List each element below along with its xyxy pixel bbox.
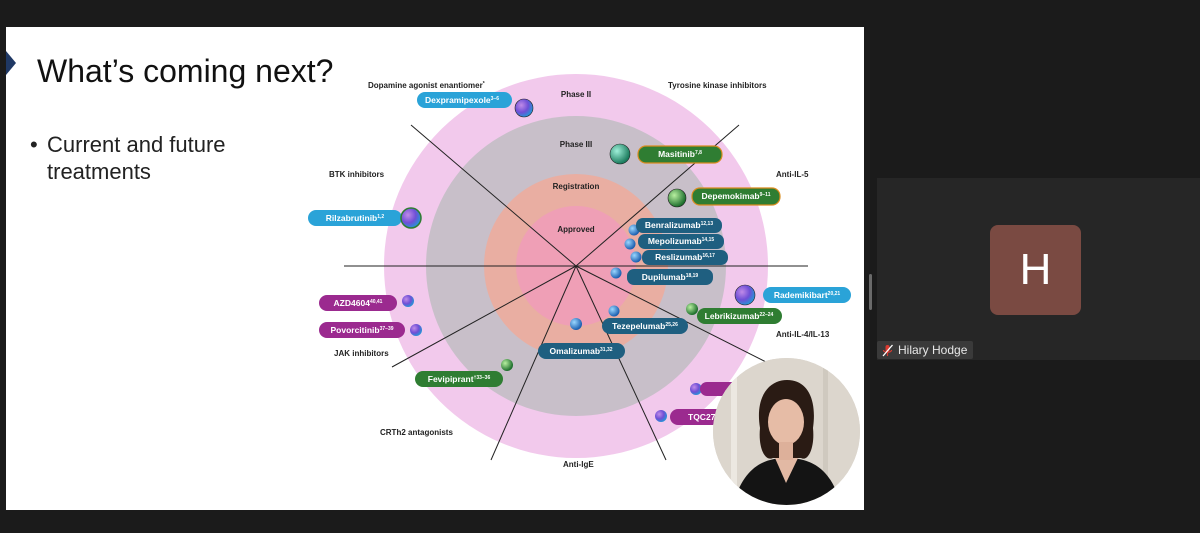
ring-label-phase-iii: Phase III [560,140,592,149]
svg-text:Rilzabrutinib1,2: Rilzabrutinib1,2 [326,213,385,223]
ring-label-approved: Approved [557,225,594,234]
drug-omalizumab: Omalizumab31,32 [538,343,625,359]
svg-text:Lebrikizumab22–24: Lebrikizumab22–24 [705,311,774,321]
bullet-text: Current and future treatments [47,132,226,184]
category-btk: BTK inhibitors [329,170,385,179]
drug-marker-icon [608,305,620,317]
presentation-slide: What’s coming next? • Current and future… [6,27,864,510]
drug-marker-icon [570,318,582,330]
drug-depemokimab: Depemokimab9–11 [667,187,781,208]
drug-marker-icon [400,207,422,229]
drug-marker-icon [624,238,636,250]
drug-marker-icon [630,251,642,263]
drug-mepolizumab: Mepolizumab14,15 [624,234,724,250]
drug-masitinib: Masitinib7,8 [609,143,723,165]
drug-marker-icon [655,410,667,422]
svg-text:Benralizumab12,13: Benralizumab12,13 [645,220,713,230]
drug-marker-icon [514,98,534,118]
drug-marker-icon [667,188,687,208]
drug-marker-icon [734,284,756,306]
drug-dexpramipexole: Dexpramipexole3–6 [417,92,534,118]
drug-marker-icon [410,324,422,336]
slide-title: What’s coming next? [37,53,334,89]
drug-fevipiprant: Fevipiprant†33–36 [415,359,513,387]
svg-text:Tezepelumab25,26: Tezepelumab25,26 [612,321,678,331]
drug-marker-icon [686,303,698,315]
participant-name: Hilary Hodge [898,343,968,357]
drug-marker-icon [610,267,622,279]
svg-text:Fevipiprant†33–36: Fevipiprant†33–36 [428,374,491,384]
svg-text:Mepolizumab14,15: Mepolizumab14,15 [648,236,715,246]
segment-dividers [344,124,808,461]
category-jak: JAK inhibitors [334,349,389,358]
drug-dupilumab: Dupilumab18,19 [610,267,713,285]
bullet-dot-icon: • [30,132,38,157]
speaker-video-frame [713,358,860,505]
category-crth2: CRTh2 antagonists [380,428,453,437]
category-tyrosine-kinase: Tyrosine kinase inhibitors [668,81,767,90]
category-anti-il4-il13: Anti-IL-4/IL-13 [776,330,830,339]
svg-text:Depemokimab9–11: Depemokimab9–11 [702,191,771,201]
ring-label-registration: Registration [553,182,600,191]
participant-name-tag: Hilary Hodge [877,341,974,359]
drug-marker-icon [690,383,702,395]
drug-tezepelumab: Tezepelumab25,26 [570,305,688,334]
drug-marker-icon [501,359,513,371]
pipeline-diagram: Phase II Phase III Registration Approved… [308,74,851,469]
slide-accent-marker [6,51,16,75]
svg-text:Dexpramipexole3–6: Dexpramipexole3–6 [425,95,499,105]
drug-lebrikizumab: Lebrikizumab22–24 [686,303,782,324]
category-anti-ige: Anti-IgE [563,460,594,469]
svg-text:AZD460440,41: AZD460440,41 [334,298,383,308]
participant-avatar: H [990,225,1081,315]
drug-marker-icon [609,143,631,165]
drug-rilzabrutinib: Rilzabrutinib1,2 [308,207,422,229]
svg-text:Omalizumab31,32: Omalizumab31,32 [549,346,612,356]
svg-text:Reslizumab16,17: Reslizumab16,17 [655,252,715,262]
svg-text:TQC27: TQC27 [688,412,716,422]
svg-text:Povorcitinib37–39: Povorcitinib37–39 [330,325,393,335]
drug-rademikibart: Rademikibart20,21 [734,284,851,306]
drug-benralizumab: Benralizumab12,13 [628,218,722,236]
muted-mic-icon [882,344,893,356]
svg-text:Masitinib7,8: Masitinib7,8 [658,149,702,159]
drug-reslizumab: Reslizumab16,17 [630,250,728,265]
category-dopamine-agonist: Dopamine agonist enantiomer* [368,81,485,90]
svg-text:Dupilumab18,19: Dupilumab18,19 [642,272,699,282]
svg-text:Rademikibart20,21: Rademikibart20,21 [774,290,841,300]
drug-marker-icon [402,295,414,307]
drug-povorcitinib: Povorcitinib37–39 [319,322,422,338]
panel-resize-handle[interactable] [869,274,872,310]
category-anti-il5: Anti-IL-5 [776,170,809,179]
ring-label-phase-ii: Phase II [561,90,591,99]
drug-azd4604: AZD460440,41 [319,295,414,311]
speaker-video-bubble[interactable] [713,358,860,505]
